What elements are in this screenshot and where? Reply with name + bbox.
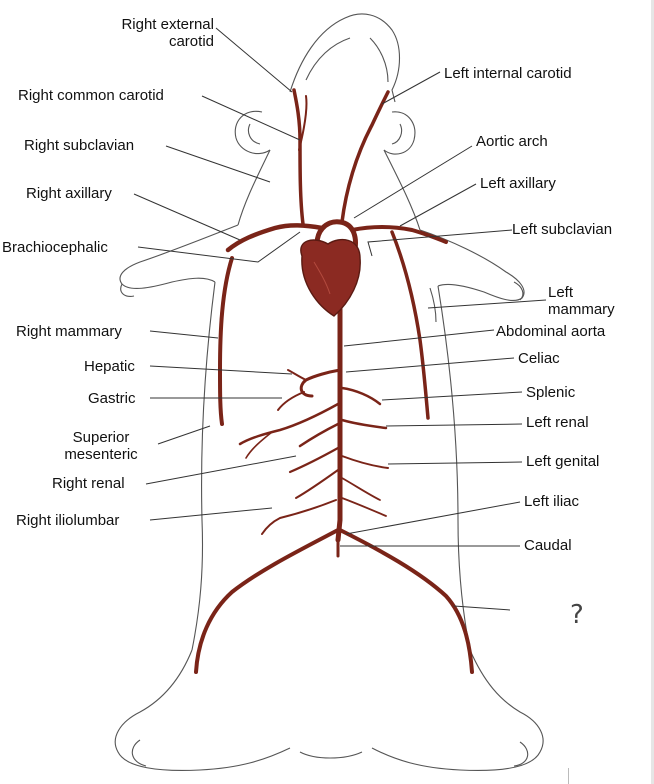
left-renal-vessel xyxy=(340,418,388,430)
label-gastric: Gastric xyxy=(88,390,136,407)
label-aortic-arch: Aortic arch xyxy=(476,133,548,150)
label-brachiocephalic: Brachiocephalic xyxy=(2,239,108,256)
left-genital-vessel xyxy=(341,455,389,469)
heart xyxy=(300,238,361,317)
arterial-tree xyxy=(194,88,474,674)
label-right-axillary: Right axillary xyxy=(26,185,112,202)
right-edge-strip xyxy=(651,0,654,784)
right-forelimb-outline xyxy=(119,224,239,290)
right-flank-outline xyxy=(191,281,216,651)
label-unknown-artery: ? xyxy=(570,600,584,630)
label-caudal: Caudal xyxy=(524,537,572,554)
left-carotid-vessel xyxy=(340,90,390,224)
label-celiac: Celiac xyxy=(518,350,560,367)
superior-mesenteric-vessel xyxy=(238,402,340,446)
head-outline xyxy=(289,13,400,103)
left-forelimb-outline xyxy=(419,229,525,301)
bottom-tick-mark xyxy=(568,768,569,784)
right-mammary-vessel xyxy=(217,256,234,426)
label-left-subclavian: Left subclavian xyxy=(512,221,613,238)
splenic-vessel xyxy=(340,386,382,406)
label-splenic: Splenic xyxy=(526,384,576,401)
label-right-common-carotid: Right common carotid xyxy=(18,87,164,104)
label-superior-mesenteric: Superior mesenteric xyxy=(64,429,138,463)
right-carotid-vessel xyxy=(292,88,305,226)
rat-body-outline xyxy=(114,13,544,771)
leader-lines xyxy=(133,27,547,611)
label-right-renal: Right renal xyxy=(52,475,125,492)
right-iliolumbar-vessel xyxy=(261,499,337,535)
label-right-iliolumbar: Right iliolumbar xyxy=(16,512,120,529)
gastric-vessel xyxy=(277,391,305,411)
label-left-axillary: Left axillary xyxy=(480,175,556,192)
label-abdominal-aorta: Abdominal aorta xyxy=(496,323,606,340)
right-ear-outline xyxy=(234,110,271,155)
label-left-renal: Left renal xyxy=(526,414,589,431)
celiac-vessel xyxy=(299,368,342,398)
left-ear-outline xyxy=(383,111,416,155)
label-left-mammary: Left mammary xyxy=(548,284,615,318)
right-renal-vessel xyxy=(298,422,340,448)
label-left-genital: Left genital xyxy=(526,453,600,470)
label-right-mammary: Right mammary xyxy=(16,323,122,340)
right-iliac-vessel xyxy=(194,528,340,674)
left-iliac-vessel xyxy=(338,528,474,674)
label-left-internal-carotid: Left internal carotid xyxy=(444,65,572,82)
label-left-iliac: Left iliac xyxy=(524,493,580,510)
right-hindlimb-outline xyxy=(114,649,291,771)
label-hepatic: Hepatic xyxy=(84,358,135,375)
abdominal-aorta-vessel xyxy=(335,297,343,543)
left-hindlimb-outline xyxy=(371,649,544,771)
left-mammary-vessel xyxy=(390,230,430,420)
hepatic-vessel xyxy=(287,369,307,381)
aortic-arch-vessel xyxy=(314,219,358,257)
label-right-external-carotid: Right external carotid xyxy=(121,16,214,50)
label-right-subclavian: Right subclavian xyxy=(24,137,135,154)
